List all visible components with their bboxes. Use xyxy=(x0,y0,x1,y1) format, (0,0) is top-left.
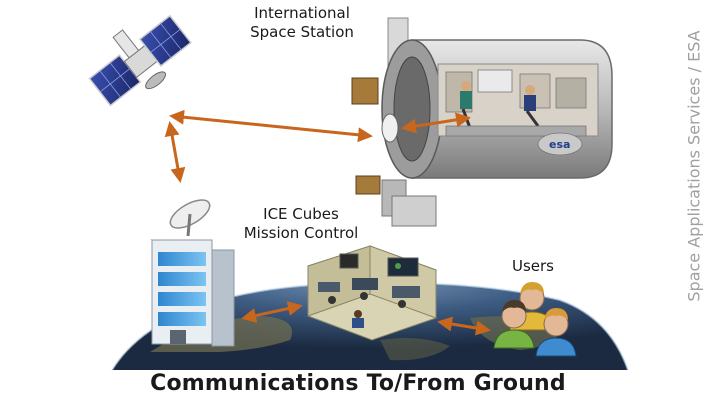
iss-label: International Space Station xyxy=(232,4,372,42)
iss-label-line2: Space Station xyxy=(250,23,354,41)
link-satellite-iss xyxy=(169,109,373,143)
mission-control-label-line2: Mission Control xyxy=(243,224,359,242)
users-group-icon xyxy=(493,282,577,357)
link-satellite-ground xyxy=(164,121,186,183)
relay-satellite-icon xyxy=(88,14,192,107)
link-mission-control-users xyxy=(437,316,491,336)
users-label: Users xyxy=(511,257,554,275)
mission-control-label: ICE Cubes Mission Control xyxy=(236,205,366,243)
link-iss-internal xyxy=(401,112,471,134)
ground-station-building-icon xyxy=(150,199,235,347)
image-credit-text: Space Applications Services / ESA xyxy=(684,30,704,302)
communication-links xyxy=(164,109,491,336)
iss-label-line1: International xyxy=(254,4,350,22)
link-ground-mission-control xyxy=(241,301,303,323)
mission-control-label-line1: ICE Cubes xyxy=(263,205,339,223)
iss-module-icon: esa xyxy=(351,17,613,227)
mission-control-room-icon xyxy=(307,245,437,341)
esa-logo: esa xyxy=(549,138,570,151)
diagram-caption: Communications To/From Ground xyxy=(150,371,566,396)
